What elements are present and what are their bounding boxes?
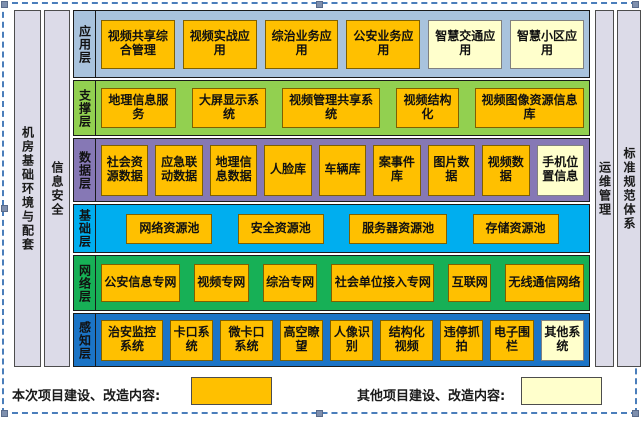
module-box-support: 地理信息服务 [101,88,176,128]
module-box-support: 大屏显示系统 [191,88,267,128]
module-box-data: 手机位置信息 [536,144,584,196]
module-box-application: 视频共享综合管理 [101,19,175,69]
layer-label-network: 网络层 [74,256,96,310]
layer-label-application: 应用层 [74,11,96,77]
module-box-data: 地理信息数据 [209,144,258,196]
layer-content-data: 社会资源数据应急联动数据地理信息数据人脸库车辆库案事件库图片数据视频数据手机位置… [96,139,589,201]
module-box-perception: 高空瞭望 [279,319,324,361]
module-box-data: 社会资源数据 [101,144,149,196]
layer-content-infrastructure: 网络资源池安全资源池服务器资源池存储资源池 [96,205,589,252]
module-box-data: 应急联动数据 [155,144,203,196]
selection-handle-top-right[interactable] [632,1,639,8]
module-box-network: 互联网 [448,264,492,302]
module-box-data: 视频数据 [482,144,530,196]
legend-current-label: 本次项目建设、改造内容: [12,389,161,404]
module-box-network: 公安信息专网 [101,264,180,302]
module-box-application: 智慧交通应用 [428,19,503,69]
layer-label-text-data: 数据层 [77,150,92,190]
module-box-perception: 其他系统 [540,319,584,361]
layer-label-perception: 感知层 [74,314,96,366]
selection-handle-bottom-middle[interactable] [316,410,323,417]
layer-band-network: 网络层公安信息专网视频专网综治专网社会单位接入专网互联网无线通信网络 [73,255,590,311]
module-box-perception: 结构化视频 [380,319,434,361]
selection-handle-top-middle[interactable] [316,1,323,8]
selection-handle-middle-left[interactable] [1,205,8,212]
selection-handle-bottom-left[interactable] [1,410,8,417]
layer-label-text-application: 应用层 [77,24,92,64]
layer-content-support: 地理信息服务大屏显示系统视频管理共享系统视频结构化视频图像资源信息库 [96,81,589,135]
layer-band-application: 应用层视频共享综合管理视频实战应用综治业务应用公安业务应用智慧交通应用智慧小区应… [73,10,590,78]
layer-label-support: 支撑层 [74,81,96,135]
layer-content-perception: 治安监控系统卡口系统微卡口系统高空瞭望人像识别结构化视频违停抓拍电子围栏其他系统 [96,314,589,366]
module-box-infrastructure: 网络资源池 [126,213,213,244]
layer-label-text-network: 网络层 [77,263,92,303]
module-box-data: 案事件库 [373,144,421,196]
layer-band-infrastructure: 基础层网络资源池安全资源池服务器资源池存储资源池 [73,204,590,253]
module-box-network: 综治专网 [262,264,318,302]
module-box-perception: 人像识别 [330,319,374,361]
layer-stack[interactable]: 应用层视频共享综合管理视频实战应用综治业务应用公安业务应用智慧交通应用智慧小区应… [73,10,590,367]
layer-content-application: 视频共享综合管理视频实战应用综治业务应用公安业务应用智慧交通应用智慧小区应用 [96,11,589,77]
layer-band-data: 数据层社会资源数据应急联动数据地理信息数据人脸库车辆库案事件库图片数据视频数据手… [73,138,590,202]
layer-band-support: 支撑层地理信息服务大屏显示系统视频管理共享系统视频结构化视频图像资源信息库 [73,80,590,136]
module-box-application: 综治业务应用 [264,19,339,69]
module-box-network: 无线通信网络 [505,264,584,302]
module-box-data: 车辆库 [318,144,367,196]
module-box-network: 社会单位接入专网 [331,264,435,302]
module-box-support: 视频管理共享系统 [282,88,380,128]
module-box-perception: 治安监控系统 [101,319,163,361]
module-box-perception: 卡口系统 [169,319,214,361]
module-box-network: 视频专网 [193,264,249,302]
layer-label-text-perception: 感知层 [77,320,92,360]
sidebar-standards-system: 标准规范体系 [617,10,641,367]
sidebar-standards-system-label: 标准规范体系 [622,146,636,231]
module-box-infrastructure: 服务器资源池 [349,213,448,244]
layer-label-data: 数据层 [74,139,96,201]
legend-current-swatch [191,377,272,405]
module-box-data: 图片数据 [427,144,476,196]
module-box-infrastructure: 安全资源池 [237,213,324,244]
layer-label-infrastructure: 基础层 [74,205,96,252]
module-box-application: 视频实战应用 [182,19,257,69]
selection-handle-bottom-right[interactable] [632,410,639,417]
sidebar-machine-room-label: 机房基础环境与配套 [20,125,35,252]
legend-other-label: 其他项目建设、改造内容: [357,389,506,404]
module-box-data: 人脸库 [264,144,312,196]
module-box-application: 智慧小区应用 [510,19,584,69]
sidebar-information-security: 信息安全 [44,10,70,367]
module-box-application: 公安业务应用 [346,19,421,69]
module-box-perception: 违停抓拍 [440,319,484,361]
layer-content-network: 公安信息专网视频专网综治专网社会单位接入专网互联网无线通信网络 [96,256,589,310]
sidebar-machine-room-environment: 机房基础环境与配套 [14,10,41,367]
legend-other-swatch [521,377,602,405]
layer-label-text-support: 支撑层 [77,88,92,128]
layer-label-text-infrastructure: 基础层 [77,209,92,248]
module-box-perception: 电子围栏 [490,319,534,361]
module-box-support: 视频图像资源信息库 [475,88,585,128]
module-box-perception: 微卡口系统 [220,319,273,361]
module-box-support: 视频结构化 [395,88,460,128]
sidebar-ops-management-label: 运维管理 [597,160,612,217]
sidebar-information-security-label: 信息安全 [50,160,64,217]
sidebar-ops-management: 运维管理 [595,10,614,367]
layer-band-perception: 感知层治安监控系统卡口系统微卡口系统高空瞭望人像识别结构化视频违停抓拍电子围栏其… [73,313,590,367]
selection-handle-top-left[interactable] [1,1,8,8]
module-box-infrastructure: 存储资源池 [472,213,559,244]
